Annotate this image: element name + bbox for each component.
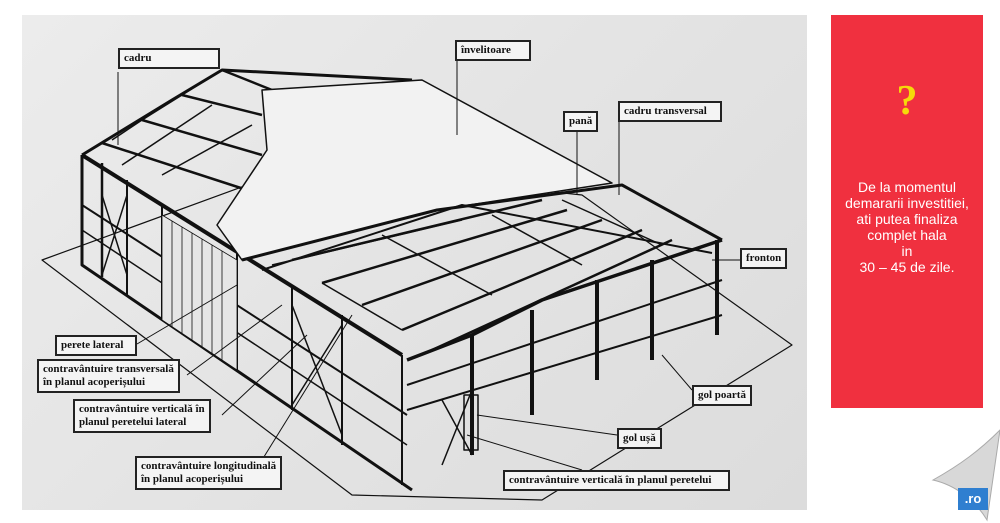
label-invelitoare: învelitoare xyxy=(455,40,531,61)
label-perete-lateral: perete lateral xyxy=(55,335,137,356)
message-line: in xyxy=(901,243,913,259)
message-line: 30 – 45 de zile. xyxy=(859,259,955,275)
ro-badge: .ro xyxy=(958,488,988,510)
building-structure-drawing xyxy=(41,50,793,501)
label-line: în planul acoperișului xyxy=(43,376,146,388)
question-mark-icon: ? xyxy=(896,78,918,124)
label-cadru-transversal: cadru transversal xyxy=(618,101,722,122)
label-cadru: cadru xyxy=(118,48,220,69)
message-line: De la momentul xyxy=(857,179,957,195)
label-gol-usa: gol ușă xyxy=(617,428,662,449)
label-contravantuire-longitudinala: contravântuire longitudinală în planul a… xyxy=(135,456,283,490)
label-line: contravântuire longitudinală xyxy=(141,460,277,472)
label-fronton: fronton xyxy=(740,248,788,269)
label-gol-poarta: gol poartă xyxy=(692,385,752,406)
label-line: în planul acoperișului xyxy=(141,473,244,485)
message-line: demararii investitiei, xyxy=(845,195,969,211)
label-pana: pană xyxy=(563,111,599,132)
label-line: contravântuire verticală în xyxy=(79,403,205,415)
steel-hall-diagram: cadru învelitoare pană cadru transversal… xyxy=(22,15,807,510)
message-line: ati putea finaliza xyxy=(856,211,958,227)
label-line: contravântuire transversală xyxy=(43,363,174,375)
label-contravantuire-verticala-lateral: contravântuire verticală în planul peret… xyxy=(73,399,211,433)
label-contravantuire-verticala-perete: contravântuire verticală în planul peret… xyxy=(503,470,730,491)
label-line: planul peretelui lateral xyxy=(79,416,187,428)
info-panel: ? De la momentul demararii investitiei, … xyxy=(831,15,983,408)
message-line: complet hala xyxy=(867,227,947,243)
info-message: De la momentul demararii investitiei, at… xyxy=(831,179,983,275)
label-contravantuire-transversala: contravântuire transversală în planul ac… xyxy=(37,359,180,393)
